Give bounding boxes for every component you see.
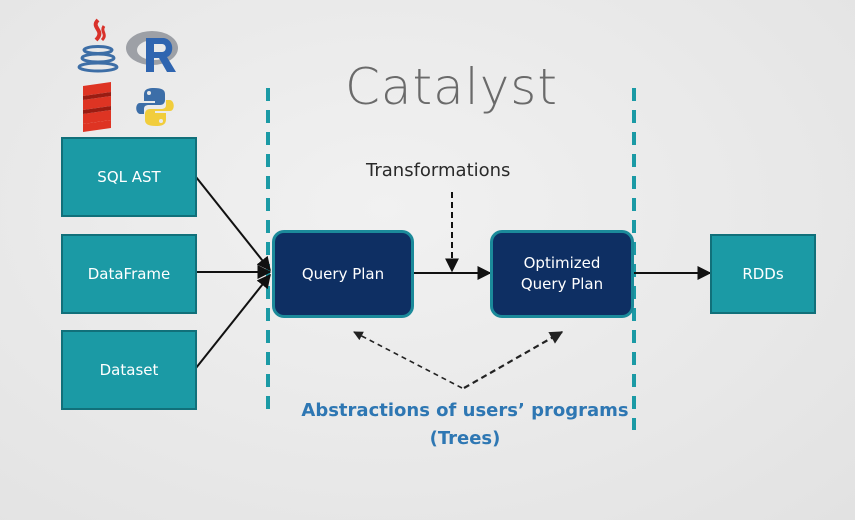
abstractions-line1: Abstractions of users’ programs (301, 400, 629, 421)
arrow-sql-ast (195, 176, 271, 272)
abstractions-line2: (Trees) (429, 428, 501, 449)
dataframe-box: DataFrame (61, 234, 197, 314)
dataframe-label: DataFrame (87, 264, 171, 283)
rdds-label: RDDs (742, 264, 784, 283)
rdds-box: RDDs (710, 234, 816, 314)
r-icon (126, 31, 178, 72)
optimized-query-plan-box: Optimized Query Plan (490, 230, 634, 318)
query-plan-label: Query Plan (301, 264, 385, 283)
arrow-dataset (195, 273, 271, 369)
sql-ast-label: SQL AST (97, 167, 161, 186)
page-title: Catalyst (345, 58, 558, 116)
sql-ast-box: SQL AST (61, 137, 197, 217)
dataset-label: Dataset (99, 360, 159, 379)
dataset-box: Dataset (61, 330, 197, 410)
arrow-abstraction-right (463, 331, 564, 389)
transformations-label: Transformations (366, 160, 511, 181)
arrow-abstraction-left (353, 331, 463, 389)
python-icon (136, 88, 174, 126)
optimized-label-line1: Optimized (523, 254, 601, 272)
java-icon (77, 18, 119, 73)
abstractions-caption: Abstractions of users’ programs (Trees) (265, 397, 665, 453)
query-plan-box: Query Plan (272, 230, 414, 318)
scala-icon (83, 82, 111, 132)
optimized-label-line2: Query Plan (520, 275, 604, 293)
